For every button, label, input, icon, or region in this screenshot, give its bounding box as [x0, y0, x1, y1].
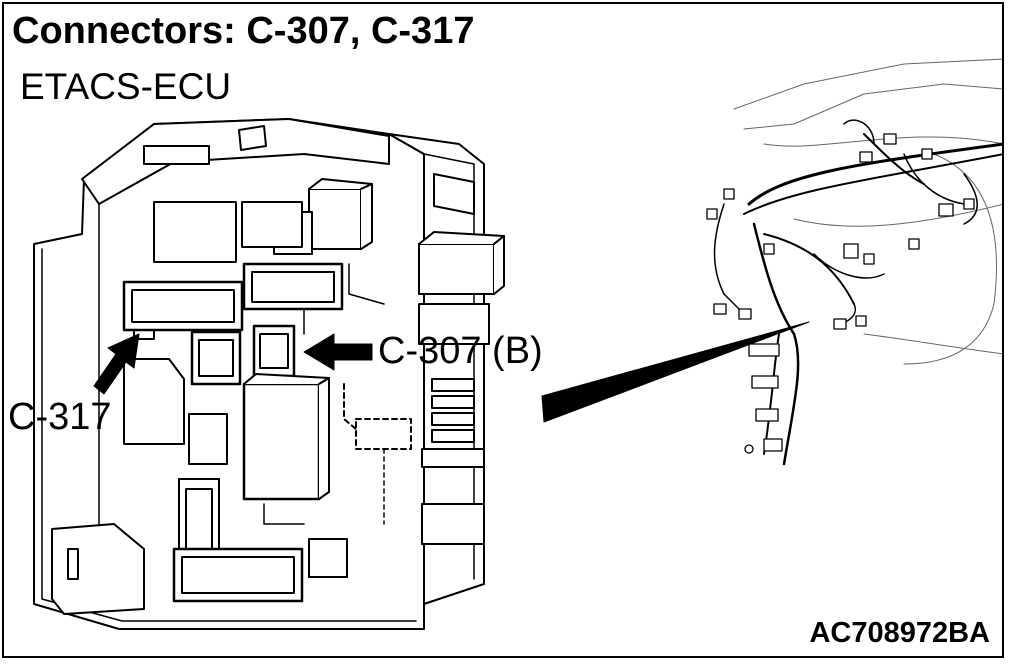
component-name: ETACS-ECU — [20, 66, 232, 107]
ecu-body — [33, 118, 505, 630]
callout-c317-label: C-317 — [8, 396, 112, 438]
arrow-c317 — [93, 333, 140, 395]
figure-code: AC708972BA — [809, 617, 990, 649]
connector-c317 — [122, 280, 244, 340]
etacs-ecu-illustration — [33, 58, 1002, 630]
location-pointer — [541, 321, 810, 423]
connector-c307 — [252, 324, 296, 378]
callout-c307-label: C-307 (B) — [378, 330, 543, 372]
page-title: Connectors: C-307, C-317 — [12, 10, 475, 52]
arrow-c307 — [303, 333, 373, 371]
vehicle-harness-view — [706, 58, 1002, 466]
